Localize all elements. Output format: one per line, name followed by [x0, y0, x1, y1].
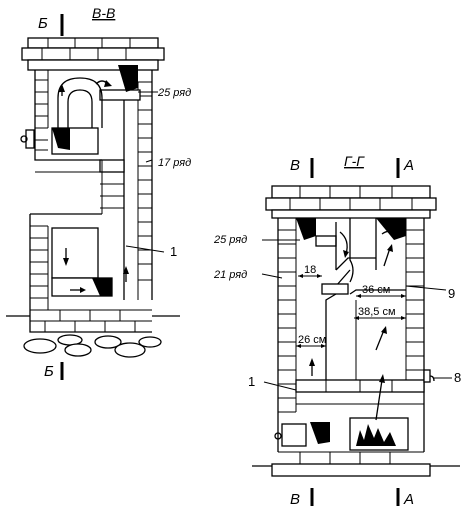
right-row-label-21: 21 ряд	[213, 269, 247, 281]
right-callout-1: 1	[248, 374, 255, 389]
right-cut-label-bottom-right: А	[403, 491, 414, 508]
left-cut-label-bottom: Б	[44, 363, 54, 380]
right-cut-label-top-right: А	[403, 157, 414, 174]
left-cut-label-top: Б	[38, 15, 48, 32]
left-row-label-17: 17 ряд	[158, 157, 191, 169]
right-section-drawing	[252, 158, 460, 506]
dimension-36: 36 см	[362, 284, 390, 296]
callout-8: 8	[454, 370, 461, 385]
left-section-drawing	[6, 14, 180, 380]
dimension-18: 18	[304, 264, 316, 276]
right-row-label-25: 25 ряд	[213, 234, 247, 246]
left-section-title: В-В	[92, 5, 115, 21]
left-row-label-25: 25 ряд	[157, 87, 191, 99]
right-section-title: Г-Г	[344, 153, 365, 169]
right-cut-label-top-left: В	[290, 157, 300, 174]
dimension-38-5: 38,5 см	[358, 306, 396, 318]
dimension-26: 26 см	[298, 334, 326, 346]
callout-9: 9	[448, 286, 455, 301]
left-callout-1: 1	[170, 244, 177, 259]
right-cut-label-bottom-left: В	[290, 491, 300, 508]
